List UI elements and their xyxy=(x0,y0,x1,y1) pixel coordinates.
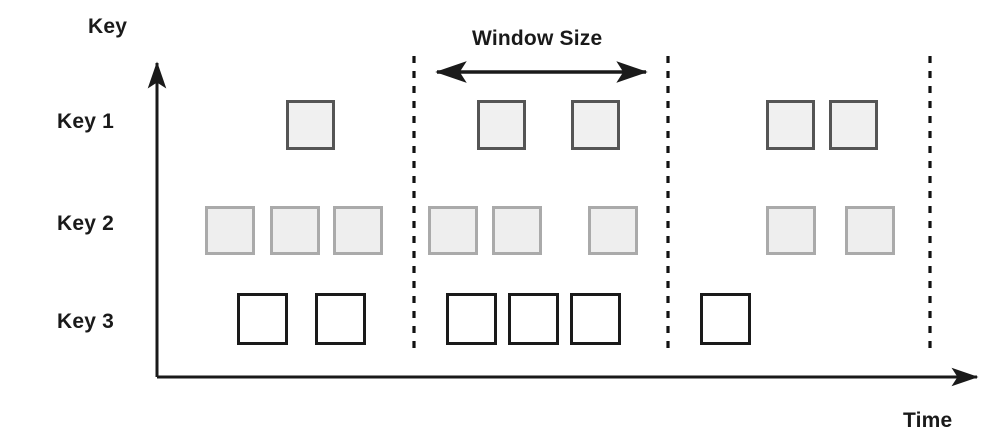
row-label-key-1: Key 1 xyxy=(57,110,115,133)
x-axis-title: Time xyxy=(903,409,953,432)
event-box xyxy=(333,206,383,255)
event-box xyxy=(428,206,478,255)
event-box xyxy=(700,293,751,345)
event-box xyxy=(766,206,816,255)
event-box xyxy=(492,206,542,255)
event-box xyxy=(286,100,335,150)
event-box xyxy=(588,206,638,255)
window-size-label: Window Size xyxy=(472,27,603,50)
row-label-key-3: Key 3 xyxy=(57,310,115,333)
row-label-key-2: Key 2 xyxy=(57,212,115,235)
y-axis-title: Key xyxy=(88,15,128,38)
event-box xyxy=(570,293,621,345)
event-box xyxy=(205,206,255,255)
event-box xyxy=(508,293,559,345)
event-box xyxy=(829,100,878,150)
event-box xyxy=(571,100,620,150)
event-box xyxy=(446,293,497,345)
event-box xyxy=(237,293,288,345)
event-box xyxy=(315,293,366,345)
event-box xyxy=(270,206,320,255)
event-box xyxy=(845,206,895,255)
event-box xyxy=(477,100,526,150)
event-box xyxy=(766,100,815,150)
